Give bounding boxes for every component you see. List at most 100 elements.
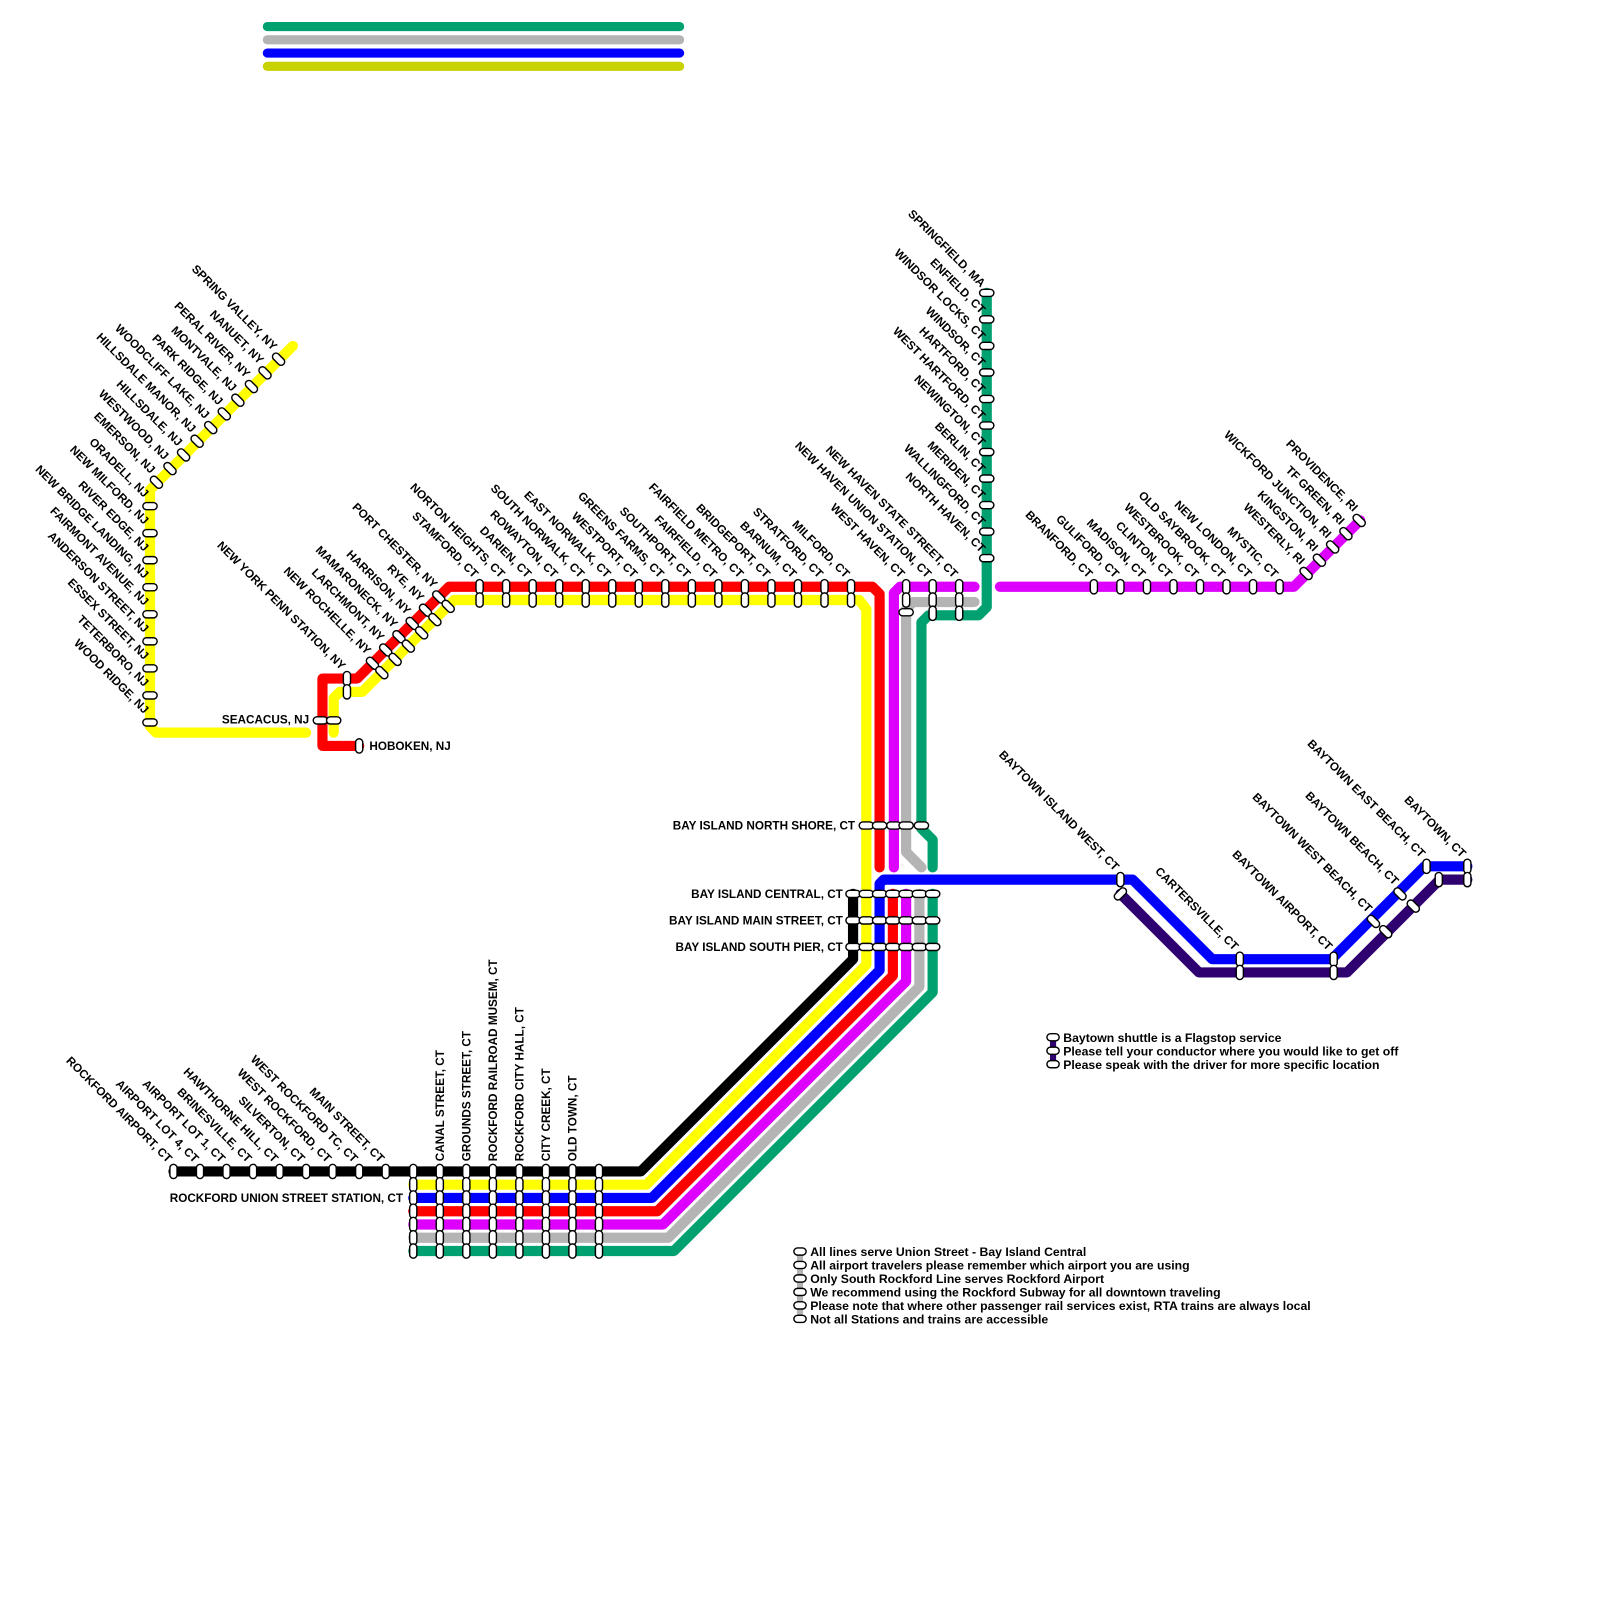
station-marker[interactable] bbox=[978, 474, 995, 483]
station-marker[interactable] bbox=[978, 421, 995, 430]
station-marker[interactable] bbox=[1113, 886, 1128, 901]
station-marker[interactable] bbox=[568, 1203, 577, 1220]
station-marker[interactable] bbox=[978, 368, 995, 377]
station-marker[interactable] bbox=[541, 1216, 551, 1233]
station-marker[interactable] bbox=[885, 889, 901, 899]
station-marker[interactable] bbox=[978, 500, 995, 510]
station-marker[interactable] bbox=[1338, 526, 1353, 541]
station-marker[interactable] bbox=[898, 821, 914, 830]
station-marker[interactable] bbox=[257, 365, 272, 380]
station-marker[interactable] bbox=[149, 475, 164, 490]
station-marker[interactable] bbox=[312, 716, 329, 725]
station-marker[interactable] bbox=[1378, 924, 1393, 939]
station-marker[interactable] bbox=[342, 683, 352, 700]
station-marker[interactable] bbox=[414, 625, 429, 640]
station-marker[interactable] bbox=[408, 1176, 418, 1193]
station-marker[interactable] bbox=[568, 1243, 577, 1259]
station-marker[interactable] bbox=[858, 889, 875, 899]
station-label[interactable]: ROCKFORD AIRPORT, CT bbox=[63, 1054, 175, 1166]
station-marker[interactable] bbox=[169, 1163, 178, 1180]
station-label[interactable]: HOBOKEN, NJ bbox=[369, 740, 450, 753]
station-marker[interactable] bbox=[275, 1163, 284, 1180]
station-marker[interactable] bbox=[898, 916, 914, 925]
station-marker[interactable] bbox=[858, 821, 875, 830]
station-marker[interactable] bbox=[1352, 513, 1367, 528]
station-marker[interactable] bbox=[767, 592, 776, 608]
station-marker[interactable] bbox=[528, 592, 537, 608]
station-marker[interactable] bbox=[462, 1163, 471, 1180]
station-marker[interactable] bbox=[354, 1163, 364, 1180]
station-marker[interactable] bbox=[846, 578, 856, 595]
station-marker[interactable] bbox=[462, 1229, 471, 1246]
station-marker[interactable] bbox=[978, 288, 995, 298]
station-marker[interactable] bbox=[594, 1216, 604, 1233]
station-marker[interactable] bbox=[541, 1190, 551, 1206]
station-marker[interactable] bbox=[435, 1216, 445, 1233]
station-marker[interactable] bbox=[142, 664, 158, 673]
station-marker[interactable] bbox=[1434, 871, 1444, 888]
station-label[interactable]: BAY ISLAND MAIN STREET, CT bbox=[669, 914, 844, 927]
station-marker[interactable] bbox=[342, 670, 352, 687]
station-marker[interactable] bbox=[714, 592, 723, 608]
station-marker[interactable] bbox=[1248, 578, 1258, 595]
station-marker[interactable] bbox=[541, 1176, 551, 1193]
station-marker[interactable] bbox=[845, 916, 861, 925]
station-marker[interactable] bbox=[845, 889, 861, 899]
station-marker[interactable] bbox=[901, 592, 911, 608]
station-marker[interactable] bbox=[354, 738, 364, 754]
station-marker[interactable] bbox=[581, 592, 591, 608]
station-marker[interactable] bbox=[928, 605, 937, 622]
station-marker[interactable] bbox=[1329, 951, 1338, 968]
station-marker[interactable] bbox=[388, 652, 403, 667]
station-marker[interactable] bbox=[515, 1216, 524, 1233]
station-marker[interactable] bbox=[978, 553, 995, 563]
station-marker[interactable] bbox=[541, 1203, 551, 1220]
station-marker[interactable] bbox=[142, 691, 158, 700]
station-marker[interactable] bbox=[435, 1163, 445, 1180]
station-marker[interactable] bbox=[687, 592, 697, 608]
station-marker[interactable] bbox=[793, 578, 803, 595]
station-marker[interactable] bbox=[435, 1229, 445, 1246]
station-marker[interactable] bbox=[325, 716, 342, 725]
station-marker[interactable] bbox=[501, 578, 511, 595]
station-marker[interactable] bbox=[568, 1176, 577, 1193]
station-marker[interactable] bbox=[515, 1203, 524, 1220]
station-marker[interactable] bbox=[568, 1216, 577, 1233]
station-marker[interactable] bbox=[846, 592, 856, 608]
station-marker[interactable] bbox=[911, 942, 928, 952]
station-marker[interactable] bbox=[203, 420, 218, 435]
station-marker[interactable] bbox=[1299, 566, 1314, 581]
station-marker[interactable] bbox=[661, 578, 670, 595]
station-marker[interactable] bbox=[913, 821, 930, 830]
station-marker[interactable] bbox=[541, 1229, 551, 1246]
station-label[interactable]: OLD TOWN, CT bbox=[567, 1075, 580, 1162]
station-marker[interactable] bbox=[462, 1243, 471, 1259]
station-marker[interactable] bbox=[928, 592, 937, 608]
station-marker[interactable] bbox=[488, 1229, 498, 1246]
station-marker[interactable] bbox=[568, 1229, 577, 1246]
station-marker[interactable] bbox=[248, 1163, 258, 1180]
station-marker[interactable] bbox=[408, 1243, 418, 1259]
station-marker[interactable] bbox=[1325, 539, 1340, 554]
station-marker[interactable] bbox=[568, 1190, 577, 1206]
station-marker[interactable] bbox=[607, 578, 617, 595]
station-marker[interactable] bbox=[1195, 578, 1205, 595]
station-marker[interactable] bbox=[328, 1163, 337, 1180]
station-marker[interactable] bbox=[488, 1163, 498, 1180]
station-marker[interactable] bbox=[195, 1163, 205, 1180]
station-marker[interactable] bbox=[858, 916, 875, 925]
station-marker[interactable] bbox=[594, 1190, 604, 1206]
station-marker[interactable] bbox=[1235, 964, 1245, 981]
station-marker[interactable] bbox=[581, 578, 591, 595]
station-marker[interactable] bbox=[271, 352, 286, 367]
station-label[interactable]: BAYTOWN ISLAND WEST, CT bbox=[996, 748, 1122, 874]
station-label[interactable]: BAYTOWN WEST BEACH, CT bbox=[1250, 791, 1375, 916]
station-marker[interactable] bbox=[142, 610, 158, 619]
station-marker[interactable] bbox=[142, 582, 158, 592]
station-marker[interactable] bbox=[554, 578, 564, 595]
station-marker[interactable] bbox=[488, 1190, 498, 1206]
station-marker[interactable] bbox=[501, 592, 511, 608]
station-marker[interactable] bbox=[435, 1190, 445, 1206]
station-marker[interactable] bbox=[594, 1163, 604, 1180]
station-marker[interactable] bbox=[435, 1176, 445, 1193]
